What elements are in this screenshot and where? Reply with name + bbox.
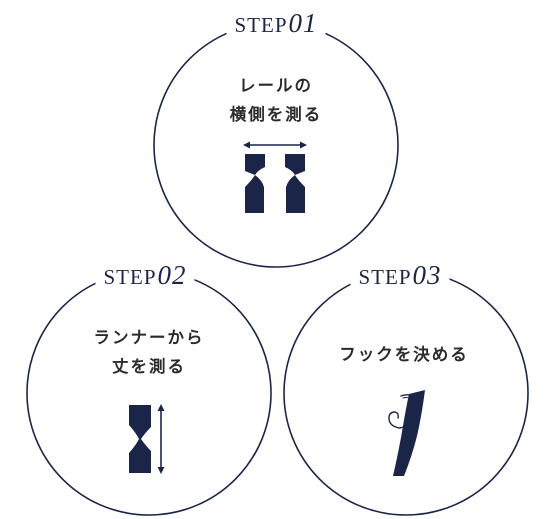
step-03-label: STEP03 (350, 260, 450, 290)
step-02-number: 02 (157, 260, 187, 290)
step-01-title-line-1: レールの (239, 76, 313, 95)
curtain-hook-icon (388, 390, 425, 476)
step-02-title-line-2: 丈を測る (112, 357, 186, 376)
curtain-length-icon (129, 404, 165, 474)
step-01: STEP01 レールの 横側を測る (151, 10, 401, 270)
step-02-title: ランナーから 丈を測る (94, 323, 205, 381)
curtain-rail-width-icon (243, 141, 307, 213)
step-01-label: STEP01 (226, 8, 326, 38)
step-02: STEP02 ランナーから 丈を測る (24, 262, 274, 518)
step-01-title-line-2: 横側を測る (229, 105, 323, 124)
step-01-title: レールの 横側を測る (230, 71, 323, 129)
step-03-number: 03 (412, 260, 442, 290)
step-03: STEP03 フックを決める (281, 262, 531, 518)
step-02-label: STEP02 (95, 260, 195, 290)
step-01-number: 01 (288, 8, 318, 38)
step-01-word: STEP (234, 13, 288, 37)
step-02-circle (26, 270, 272, 516)
step-03-title-line-1: フックを決める (339, 345, 469, 364)
step-02-title-line-1: ランナーから (93, 328, 205, 347)
step-02-word: STEP (103, 265, 157, 289)
step-03-word: STEP (358, 265, 412, 289)
step-03-title: フックを決める (339, 340, 469, 369)
